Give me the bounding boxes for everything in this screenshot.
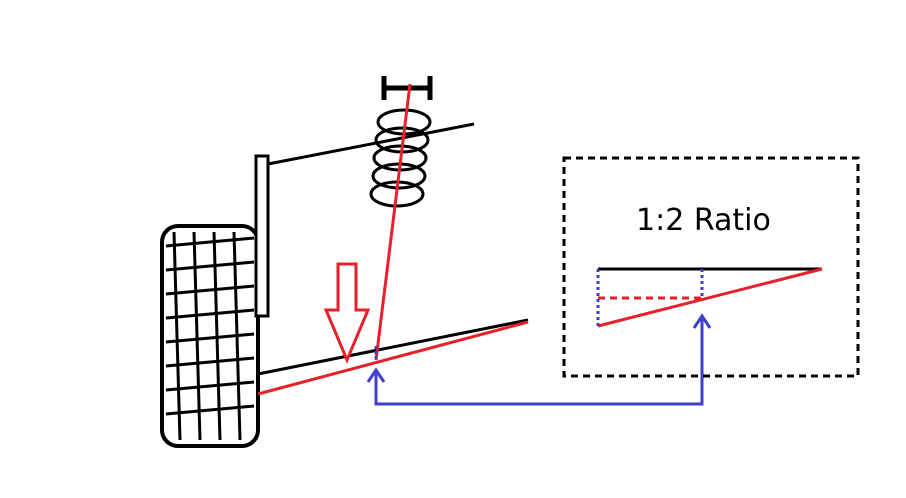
- shock-top-mount: [381, 76, 433, 100]
- inset-force-line: [597, 267, 823, 328]
- lower-arm-force-line: [257, 320, 529, 396]
- inset-title: 1:2 Ratio: [636, 203, 771, 238]
- lower-control-arm: [257, 318, 529, 376]
- tire: [160, 224, 260, 448]
- shock-axis-line: [374, 83, 412, 361]
- load-arrow-icon: [323, 262, 371, 364]
- ratio-inset: 1:2 Ratio: [562, 156, 860, 378]
- wheel-upright: [254, 154, 270, 318]
- tire-tread-pattern: [165, 231, 255, 441]
- upper-control-arm: [267, 122, 475, 166]
- inset-frame: [562, 156, 860, 378]
- link-arrow: [366, 313, 712, 406]
